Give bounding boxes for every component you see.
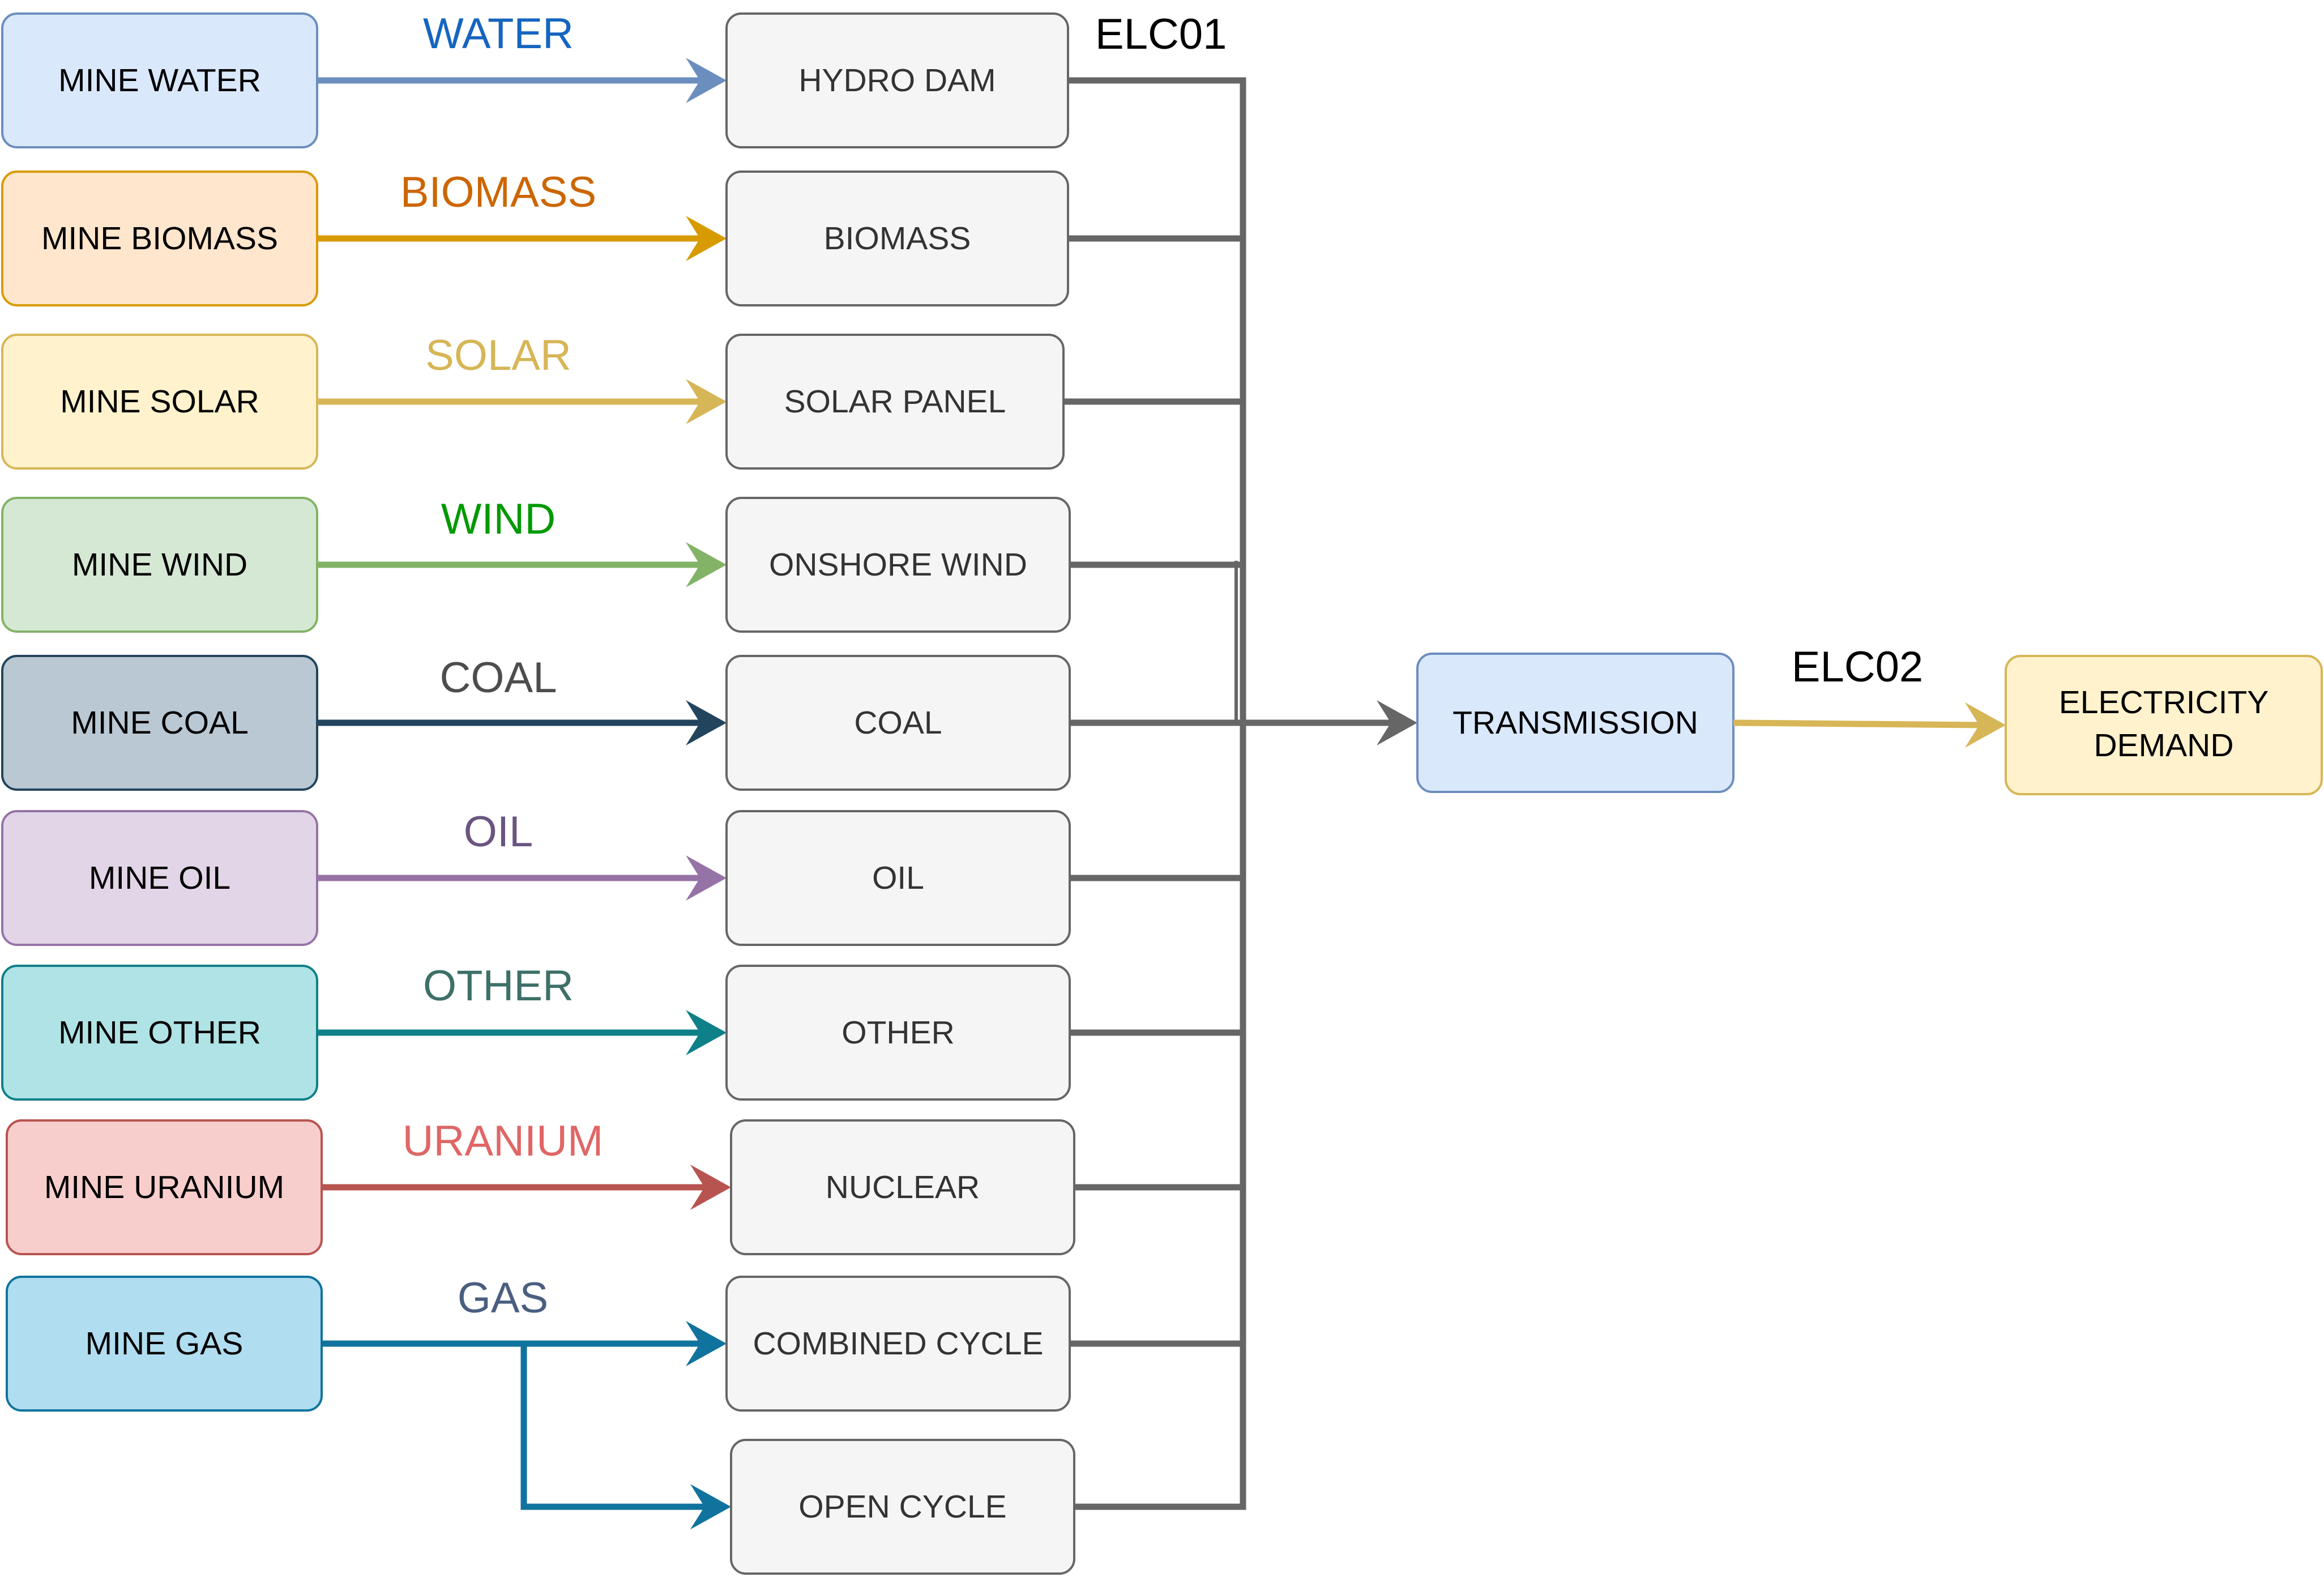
mine-label-gas: MINE GAS [86,1325,243,1362]
flow-arrowhead-biomass [686,216,727,261]
flow-label-other: OTHER [423,962,574,1010]
transmission-label: TRANSMISSION [1452,705,1698,741]
technology-box-7 [725,965,1071,1101]
flow-arrowhead-wind [686,542,727,587]
mine-box-biomass [1,171,318,306]
electricity-demand-label-line1: ELECTRICITY [2059,684,2269,721]
technology-label-4: ONSHORE WIND [769,547,1027,583]
technology-box-10 [730,1439,1075,1575]
mine-box-water [1,12,318,148]
transmission-to-demand-arrowhead [1965,702,2006,748]
technology-box-4 [725,497,1071,633]
mine-box-uranium [6,1119,323,1255]
mine-label-other: MINE OTHER [58,1015,261,1051]
technology-label-6: OIL [872,860,924,896]
flow-arrowhead-uranium [690,1165,731,1210]
flow-arrowhead-gas-open-cycle [690,1484,731,1529]
technology-label-5: COAL [854,705,942,741]
flow-arrowhead-coal [686,700,727,745]
mine-box-gas [6,1276,323,1412]
flow-label-oil: OIL [464,808,533,856]
flow-line-gas-open-cycle [520,1344,708,1510]
technology-label-7: OTHER [841,1015,955,1051]
mine-label-solar: MINE SOLAR [60,383,259,420]
flow-label-biomass: BIOMASS [400,168,596,216]
flow-arrowhead-other [686,1010,727,1055]
electricity-demand-label-line2: DEMAND [2094,727,2233,764]
technology-box-3 [725,334,1065,470]
mine-label-water: MINE WATER [58,62,261,99]
technology-label-9: COMBINED CYCLE [753,1325,1043,1362]
elc02-label: ELC02 [1792,643,1923,691]
flow-arrowhead-gas [686,1321,727,1366]
flow-label-solar: SOLAR [425,331,571,380]
flow-label-uranium: URANIUM [403,1117,604,1165]
technology-label-2: BIOMASS [824,220,971,257]
flow-arrowhead-solar [686,379,727,424]
bus-to-transmission-arrowhead [1377,700,1417,745]
mine-label-oil: MINE OIL [89,860,230,896]
mine-box-coal [1,655,318,791]
electricity-demand-box [2005,655,2323,795]
technology-box-9 [725,1276,1071,1412]
flow-label-gas: GAS [458,1274,549,1322]
flow-arrowhead-oil [686,855,727,901]
mine-label-coal: MINE COAL [71,705,249,741]
transmission-to-demand-line [1733,719,1984,728]
mine-box-oil [1,810,318,946]
technology-label-1: HYDRO DAM [798,62,996,99]
mine-label-uranium: MINE URANIUM [44,1169,284,1205]
technology-box-1 [725,12,1069,148]
elc01-label: ELC01 [1095,10,1227,58]
mine-box-wind [1,497,318,633]
technology-label-8: NUCLEAR [826,1169,980,1205]
technology-box-2 [725,171,1069,306]
mine-box-other [1,965,318,1101]
flow-label-wind: WIND [441,495,556,543]
technology-box-6 [725,810,1071,946]
mine-label-wind: MINE WIND [72,547,247,583]
technology-label-3: SOLAR PANEL [784,383,1006,420]
mine-label-biomass: MINE BIOMASS [41,220,278,257]
technology-label-10: OPEN CYCLE [798,1489,1006,1525]
flow-label-coal: COAL [440,654,557,702]
flow-arrowhead-water [686,58,727,103]
flow-label-water: WATER [423,10,574,58]
technology-box-5 [725,655,1071,791]
mine-box-solar [1,334,318,470]
technology-box-8 [730,1119,1075,1255]
